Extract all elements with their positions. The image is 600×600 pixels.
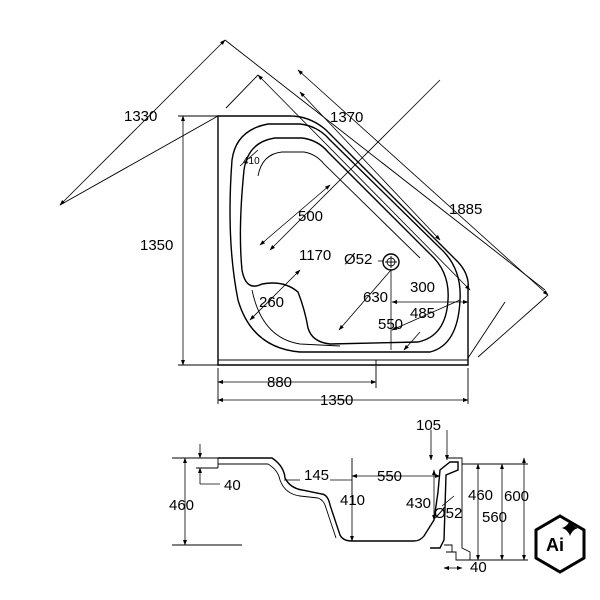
sparkle-icon (562, 520, 578, 536)
dim-460-left: 460 (169, 497, 194, 514)
dim-410-section: 410 (340, 492, 365, 509)
dim-560: 560 (482, 509, 507, 526)
dim-630: 630 (363, 289, 388, 306)
drain (382, 253, 400, 271)
dim-145: 145 (304, 467, 329, 484)
dim-1370: 1370 (330, 109, 363, 126)
dim-105: 105 (416, 417, 441, 434)
dim-300: 300 (410, 279, 435, 296)
dim-1170: 1170 (299, 247, 331, 264)
dim-40-left: 40 (224, 477, 241, 494)
dim-40-bottom: 40 (470, 559, 487, 576)
dim-drain-section: Ø52 (434, 505, 462, 522)
section-support (446, 457, 471, 561)
section-outline (218, 457, 459, 549)
dim-485: 485 (410, 305, 435, 322)
dim-drain: Ø52 (344, 251, 372, 268)
dim-1885: 1885 (449, 201, 482, 218)
dim-1350-vertical: 1350 (140, 237, 173, 254)
dim-430: 430 (406, 495, 431, 512)
dim-550: 550 (378, 316, 403, 333)
ai-logo: Ai (534, 514, 586, 574)
plan-view: 1330 1370 1885 410 1350 500 1170 Ø52 260 (59, 39, 549, 409)
logo-text: Ai (546, 535, 564, 555)
dim-1350-horizontal: 1350 (320, 392, 353, 409)
dim-600: 600 (504, 488, 529, 505)
section-view: 105 40 145 550 460 410 430 Ø52 460 (169, 417, 529, 576)
dim-260: 260 (259, 294, 284, 311)
dim-1330: 1330 (124, 108, 157, 125)
dim-410: 410 (243, 156, 260, 167)
dim-550-section: 550 (377, 468, 402, 485)
dim-880: 880 (267, 374, 292, 391)
dim-500: 500 (298, 208, 323, 225)
dim-460-right: 460 (468, 487, 493, 504)
